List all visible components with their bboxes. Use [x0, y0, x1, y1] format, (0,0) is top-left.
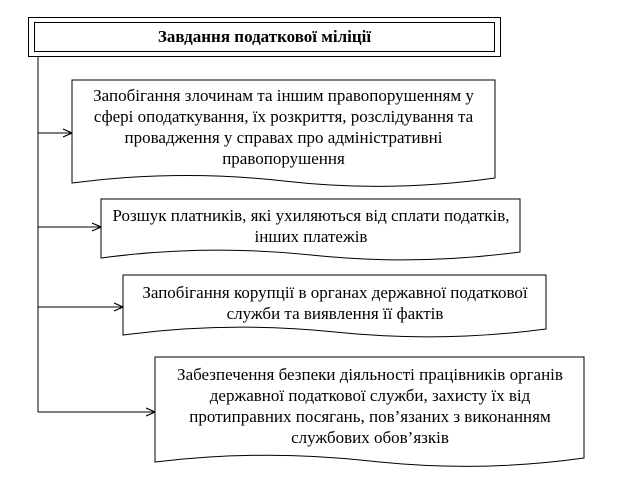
task-text-3: Запобігання корупції в органах державної…: [142, 282, 528, 323]
task-text-2: Розшук платників, які ухиляються від спл…: [112, 206, 510, 246]
task-box-1: [71, 79, 496, 187]
diagram-title: Завдання податкової міліції: [34, 22, 495, 52]
task-box-2: [100, 198, 521, 261]
task-text-1: Запобігання злочинам та іншим правопоруш…: [93, 86, 474, 168]
title-box: Завдання податкової міліції: [28, 17, 501, 57]
task-box-3: [122, 274, 547, 338]
task-text-4: Забезпечення безпеки діяльності працівни…: [177, 365, 563, 447]
task-box-4: [154, 356, 585, 467]
